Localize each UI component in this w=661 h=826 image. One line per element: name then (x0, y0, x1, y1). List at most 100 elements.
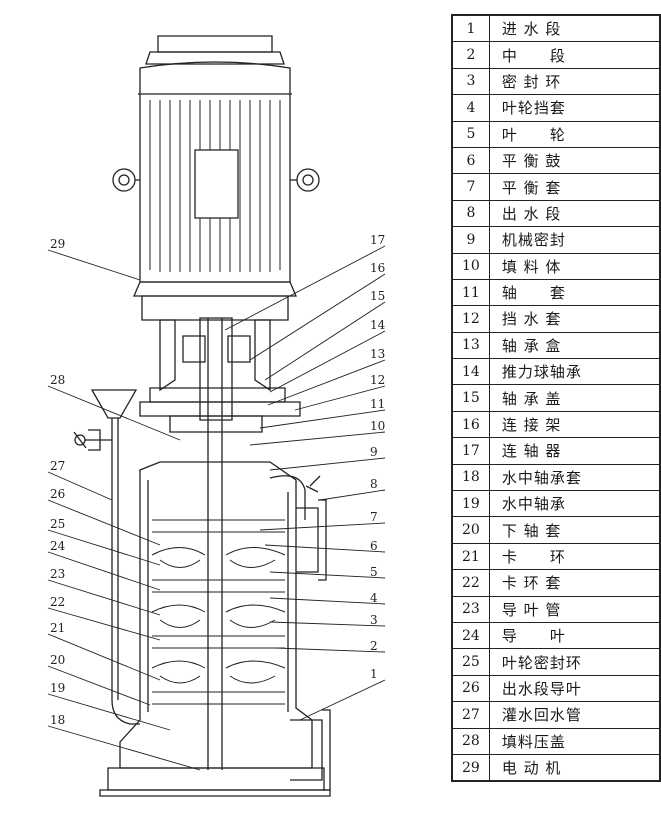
callout-label: 9 (370, 445, 378, 459)
callout-label: 1 (370, 667, 378, 681)
part-number: 27 (451, 701, 490, 729)
part-name: 填料压盖 (488, 727, 661, 755)
part-number: 7 (451, 173, 490, 201)
part-number: 23 (451, 595, 490, 623)
part-number: 26 (451, 674, 490, 703)
callout-label: 3 (370, 613, 378, 627)
part-name: 进 水 段 (488, 14, 661, 43)
part-number: 1 (451, 14, 490, 43)
part-name: 密 封 环 (488, 67, 661, 96)
part-name: 轴 承 盖 (488, 384, 661, 412)
part-number: 6 (451, 146, 490, 175)
outlet-flange (296, 507, 319, 573)
part-number: 5 (451, 120, 490, 148)
callout-label: 21 (50, 621, 65, 635)
part-name: 电 动 机 (488, 753, 661, 782)
part-name: 轴 承 盒 (488, 331, 661, 360)
callout-label: 27 (50, 459, 65, 473)
part-number: 10 (451, 252, 490, 280)
part-name: 中 段 (488, 41, 661, 69)
part-name: 导 叶 (488, 621, 661, 650)
callout-label: 7 (370, 510, 378, 524)
motor-flange (133, 281, 297, 297)
pump-casing (119, 461, 313, 769)
motor-top-cap (157, 35, 273, 53)
motor-housing (139, 61, 291, 283)
callout-label: 8 (370, 477, 378, 491)
part-number: 29 (451, 753, 490, 782)
part-name: 出水段导叶 (488, 674, 661, 703)
part-number: 3 (451, 67, 490, 96)
part-name: 水中轴承 (488, 490, 661, 518)
pump-base (107, 767, 325, 791)
pump-shaft (207, 318, 223, 770)
part-number: 28 (451, 727, 490, 755)
part-name: 叶轮挡套 (488, 94, 661, 122)
part-name: 叶 轮 (488, 120, 661, 148)
callout-label: 10 (370, 419, 385, 433)
priming-pipe (111, 418, 119, 700)
lifting-eye-left (112, 168, 136, 192)
callout-label: 16 (370, 261, 385, 275)
part-number: 12 (451, 305, 490, 333)
callout-label: 11 (370, 397, 385, 411)
terminal-box (194, 149, 239, 219)
callout-label: 2 (370, 639, 378, 653)
part-number: 19 (451, 490, 490, 518)
callout-label: 13 (370, 347, 385, 361)
part-number: 8 (451, 199, 490, 228)
callout-label: 19 (50, 681, 65, 695)
part-name: 机械密封 (488, 226, 661, 254)
callout-label: 6 (370, 539, 378, 553)
callout-label: 12 (370, 373, 385, 387)
part-name: 平 衡 鼓 (488, 146, 661, 175)
callout-label: 15 (370, 289, 385, 303)
part-number: 21 (451, 542, 490, 571)
part-name: 卡 环 套 (488, 569, 661, 597)
part-name: 下 轴 套 (488, 516, 661, 544)
part-number: 2 (451, 41, 490, 69)
callout-label: 25 (50, 517, 65, 531)
part-name: 连 接 架 (488, 410, 661, 439)
part-name: 填 料 体 (488, 252, 661, 280)
part-number: 17 (451, 437, 490, 465)
part-name: 平 衡 套 (488, 173, 661, 201)
part-name: 水中轴承套 (488, 463, 661, 492)
part-name: 推力球轴承 (488, 358, 661, 386)
part-name: 叶轮密封环 (488, 648, 661, 676)
part-number: 13 (451, 331, 490, 360)
part-number: 4 (451, 94, 490, 122)
callout-label: 24 (50, 539, 66, 553)
part-number: 24 (451, 621, 490, 650)
callout-label: 29 (50, 237, 65, 251)
part-name: 卡 环 (488, 542, 661, 571)
part-number: 15 (451, 384, 490, 412)
part-name: 灌水回水管 (488, 701, 661, 729)
part-number: 16 (451, 410, 490, 439)
callout-label: 28 (50, 373, 65, 387)
callout-label: 26 (50, 487, 65, 501)
